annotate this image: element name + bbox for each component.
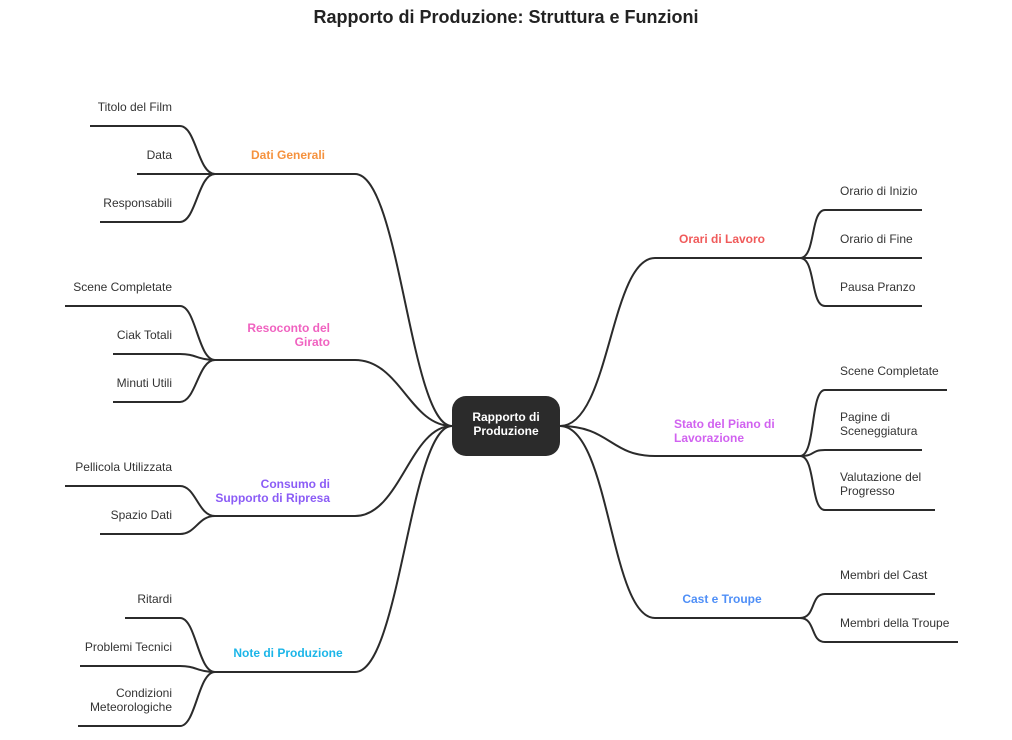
branch-label: Note di Produzione (233, 646, 343, 660)
leaf-label: Meteorologiche (90, 700, 172, 714)
leaf-label: Responsabili (103, 196, 172, 210)
central-node-label: Produzione (473, 424, 539, 438)
leaf-connector (80, 665, 216, 673)
diagram-title: Rapporto di Produzione: Struttura e Funz… (313, 7, 699, 27)
branch-label: Supporto di Ripresa (215, 491, 330, 505)
branch-label: Stato del Piano di (674, 417, 775, 431)
branch-label: Orari di Lavoro (679, 232, 765, 246)
leaf-label: Scene Completate (73, 280, 172, 294)
leaf-label: Minuti Utili (117, 376, 172, 390)
leaf-label: Scene Completate (840, 364, 939, 378)
leaf-label: Pausa Pranzo (840, 280, 916, 294)
leaf-label: Problemi Tecnici (85, 640, 172, 654)
leaf-label: Membri del Cast (840, 568, 928, 582)
leaf-label: Progresso (840, 484, 895, 498)
branch-connector (559, 425, 800, 619)
branch-label: Lavorazione (674, 431, 744, 445)
leaf-label: Orario di Fine (840, 232, 913, 246)
leaf-connector (65, 305, 216, 361)
leaf-connector (799, 449, 922, 457)
branch-connector (559, 425, 800, 457)
branch-label: Resoconto del (247, 321, 330, 335)
leaf-connector (799, 257, 922, 307)
leaf-connector (65, 485, 216, 517)
branch-label: Consumo di (261, 477, 330, 491)
branch-connector (215, 425, 453, 517)
leaf-label: Orario di Inizio (840, 184, 918, 198)
leaf-label: Sceneggiatura (840, 424, 918, 438)
central-node (452, 396, 560, 456)
branch-connector (215, 359, 453, 427)
leaf-label: Spazio Dati (111, 508, 172, 522)
leaf-connector (799, 389, 947, 457)
leaf-label: Membri della Troupe (840, 616, 950, 630)
branch-label: Cast e Troupe (682, 592, 762, 606)
leaf-connector (100, 173, 216, 223)
leaf-label: Condizioni (116, 686, 172, 700)
leaf-label: Ritardi (137, 592, 172, 606)
branch-connector (215, 173, 453, 427)
leaf-connector (78, 671, 216, 727)
branch-label: Dati Generali (251, 148, 325, 162)
leaf-label: Pagine di (840, 410, 890, 424)
leaf-connector (799, 209, 922, 259)
branch-label: Girato (295, 335, 330, 349)
leaf-label: Ciak Totali (117, 328, 172, 342)
leaf-connector (113, 359, 216, 403)
leaf-connector (799, 617, 958, 643)
leaf-label: Pellicola Utilizzata (75, 460, 172, 474)
central-node-label: Rapporto di (472, 410, 539, 424)
branch-connector (559, 257, 800, 427)
leaf-label: Data (147, 148, 173, 162)
leaf-label: Valutazione del (840, 470, 921, 484)
branch-connector (215, 425, 453, 673)
leaf-connector (125, 617, 216, 673)
leaf-connector (799, 593, 935, 619)
leaf-label: Titolo del Film (98, 100, 172, 114)
leaf-connector (100, 515, 216, 535)
leaf-connector (799, 455, 935, 511)
leaf-connector (90, 125, 216, 175)
leaf-connector (113, 353, 216, 361)
